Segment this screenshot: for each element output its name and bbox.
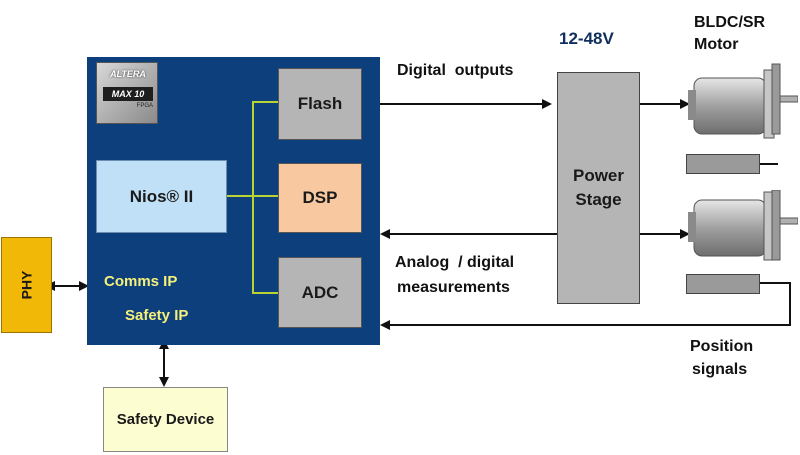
dsp-connector <box>252 195 278 197</box>
power-stage-label: Power Stage <box>572 166 625 209</box>
safety-ip-label: Safety IP <box>125 307 189 324</box>
dsp-label: DSP <box>302 188 338 207</box>
phy-block: PHY <box>1 237 52 333</box>
adc-block: ADC <box>278 257 362 328</box>
chip-product: MAX 10 <box>103 87 153 101</box>
safety-device-block: Safety Device <box>103 387 228 452</box>
safety-device-label: Safety Device <box>116 411 215 428</box>
motor-label-line1: BLDC/SR <box>694 14 766 31</box>
connector-vertical <box>252 101 254 294</box>
comms-ip-label: Comms IP <box>104 273 178 290</box>
motor-label-line2: Motor <box>694 36 739 53</box>
motor-icon-2 <box>688 190 798 261</box>
nios-ii-label: Nios® II <box>129 186 194 206</box>
position-label-line2: signals <box>692 361 748 378</box>
nios-connector-h <box>227 195 253 197</box>
flash-connector <box>252 101 278 103</box>
position-feedback-line <box>380 282 791 330</box>
power-stage-block: Power Stage <box>557 72 640 304</box>
max10-chip-logo: ALTERA MAX 10 FPGA <box>96 62 158 124</box>
position-sensor-2 <box>686 274 760 294</box>
analog-label-line2: measurements <box>397 279 510 296</box>
chip-family: FPGA <box>136 103 153 109</box>
nios-ii-block: Nios® II <box>96 160 227 233</box>
voltage-label: 12-48V <box>559 29 614 48</box>
flash-block: Flash <box>278 68 362 140</box>
phy-label: PHY <box>18 270 35 300</box>
digital-outputs-label: Digital outputs <box>397 62 514 79</box>
chip-brand: ALTERA <box>110 69 146 79</box>
adc-connector <box>252 292 278 294</box>
dsp-block: DSP <box>278 163 362 233</box>
position-sensor-1 <box>686 154 760 174</box>
analog-label-line1: Analog / digital <box>395 254 515 271</box>
flash-label: Flash <box>297 94 343 113</box>
position-label-line1: Position <box>690 338 754 355</box>
motor-icon <box>688 63 798 139</box>
adc-label: ADC <box>301 282 339 302</box>
